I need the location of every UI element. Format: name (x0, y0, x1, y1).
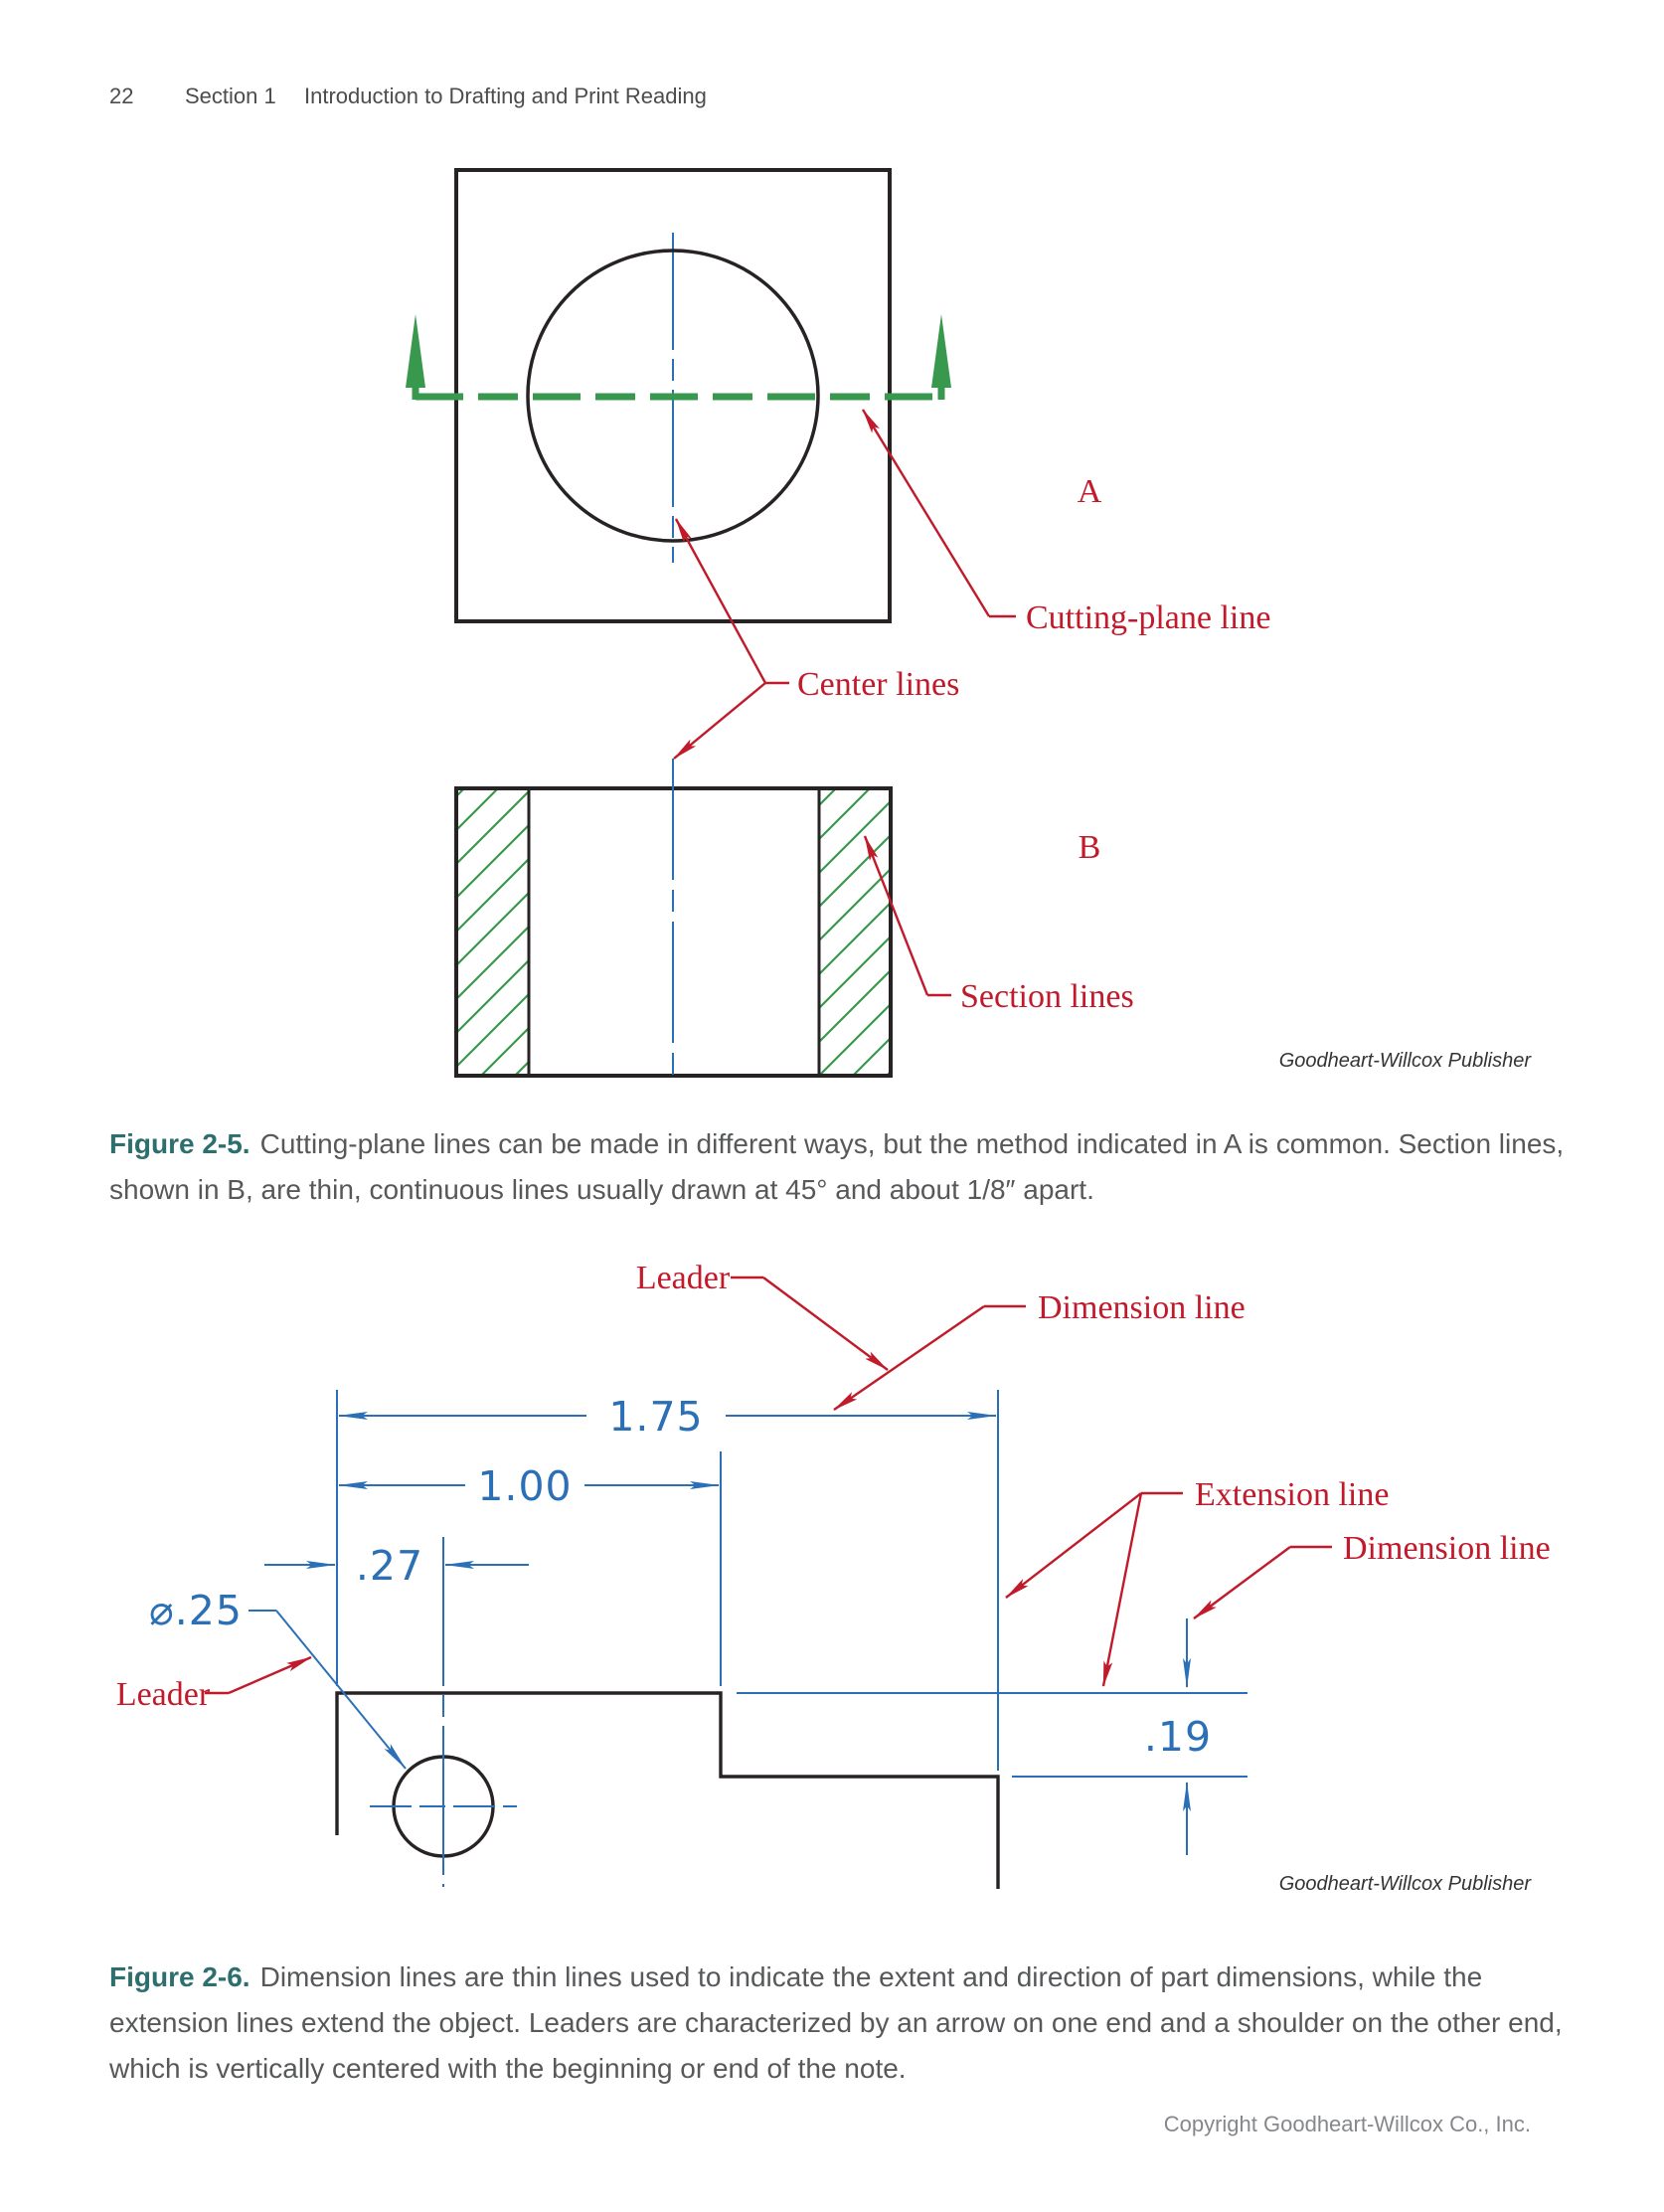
dimension-line-top-arrow (833, 1305, 985, 1411)
section-label: Section 1 (185, 84, 276, 108)
publisher-credit-figure-2-5: Goodheart-Willcox Publisher (1278, 1050, 1531, 1072)
dimension-lines (249, 1412, 1191, 1855)
section-hatch-left (456, 788, 529, 1076)
extension-line-arrow-2 (1101, 1492, 1143, 1687)
view-a-label: A (1078, 473, 1102, 510)
figure-2-5-leaders (673, 409, 1016, 997)
view-a-hole-circle (526, 249, 820, 543)
center-lines-callout-label: Center lines (797, 666, 959, 703)
figure-2-6-caption-line-1: Dimension lines are thin lines used to i… (259, 1961, 1483, 1992)
figure-2-6-caption-lead: Figure 2-6. (109, 1961, 250, 1992)
leader-top-label: Leader (636, 1260, 731, 1296)
page-header: 22 Section 1 Introduction to Drafting and … (109, 84, 707, 109)
section-lines-leader (863, 835, 929, 996)
figure-2-5-drawing: A B Cutting-plane line Center lines Sect… (406, 168, 1270, 1084)
part-outline (335, 1691, 1000, 1889)
extension-lines (336, 1390, 1248, 1887)
leader-left-label: Leader (116, 1676, 211, 1713)
part-profile (335, 1691, 1000, 1889)
copyright-notice: Copyright Goodheart-Willcox Co., Inc. (1163, 2112, 1531, 2136)
publisher-credit-figure-2-6: Goodheart-Willcox Publisher (1278, 1873, 1531, 1895)
center-lines-leader-upper (674, 518, 767, 684)
dim-step-height-value: .19 (1144, 1713, 1212, 1761)
dim-total-width-value: 1.75 (608, 1393, 703, 1441)
section-lines-callout-label: Section lines (960, 978, 1134, 1015)
leader-top-arrow (762, 1276, 889, 1371)
dim-hole-diameter-value: ⌀.25 (149, 1587, 243, 1634)
page-number: 22 (109, 84, 134, 108)
dimension-line-right-label: Dimension line (1343, 1530, 1551, 1567)
section-hatch-right (819, 788, 891, 1076)
extension-line-arrow-1 (1005, 1492, 1142, 1599)
dim-step-width-value: 1.00 (477, 1462, 572, 1510)
figure-2-5-caption-line-1: Cutting-plane lines can be made in diffe… (259, 1128, 1565, 1159)
cutting-plane-right-arrow (931, 314, 951, 388)
chapter-title: Introduction to Drafting and Print Readi… (304, 84, 707, 108)
extension-line-label: Extension line (1195, 1476, 1389, 1513)
figure-2-6-drawing: 1.75 1.00 .27 ⌀.25 .19 Leader Dimension … (116, 1260, 1551, 1889)
leader-left-arrow (228, 1655, 312, 1695)
figure-2-5-caption-line-2: shown in B, are thin, continuous lines u… (109, 1174, 1094, 1205)
figure-2-6-leaders (205, 1276, 1332, 1695)
dimension-line-top-label: Dimension line (1038, 1289, 1246, 1326)
center-lines-leader-lower (673, 682, 766, 760)
dim-hole-offset-value: .27 (356, 1542, 423, 1590)
dimension-line-right-arrow (1193, 1546, 1291, 1619)
figure-2-5-caption: Figure 2-5. Cutting-plane lines can be ma… (109, 1121, 1620, 1213)
cutting-plane-callout-leader (861, 409, 991, 617)
figure-2-6-caption-line-3: which is vertically centered with the be… (109, 2053, 907, 2084)
cutting-plane-left-arrow (406, 314, 425, 388)
figure-2-6-caption: Figure 2-6. Dimension lines are thin line… (109, 1955, 1620, 2092)
cutting-plane-callout-label: Cutting-plane line (1026, 599, 1270, 636)
view-b-label: B (1079, 829, 1101, 866)
figure-2-6-caption-line-2: extension lines extend the object. Leade… (109, 2007, 1563, 2038)
cutting-plane-line (406, 314, 951, 401)
hole-note-leader (275, 1610, 407, 1770)
figure-2-5-caption-lead: Figure 2-5. (109, 1128, 250, 1159)
